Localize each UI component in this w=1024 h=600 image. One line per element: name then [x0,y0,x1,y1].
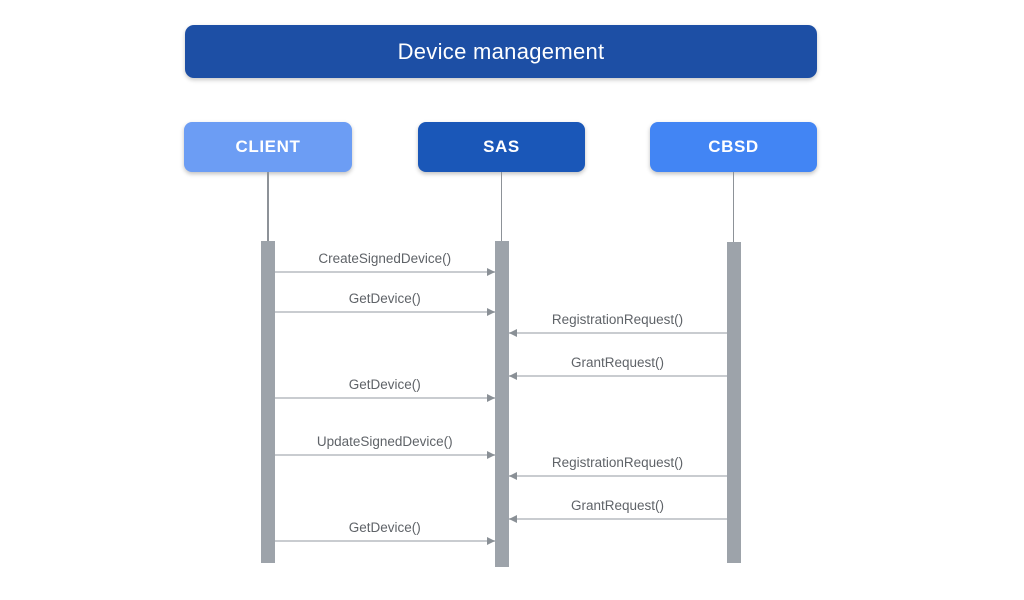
arrowhead-left-icon [508,471,517,480]
message-line-0 [275,271,495,273]
actor-label-cbsd: CBSD [708,137,759,156]
lifeline-client [267,172,269,242]
activation-bar-client [261,241,275,563]
activation-bar-sas [494,241,509,567]
message-label-3: GrantRequest() [570,355,665,370]
message-label-8: GetDevice() [348,520,421,535]
actor-label-client: CLIENT [235,137,301,156]
arrowhead-right-icon [486,450,495,459]
arrowhead-left-icon [508,371,517,380]
arrowhead-left-icon [508,514,517,523]
message-line-3 [508,375,727,377]
actor-box-client: CLIENT [184,122,352,172]
message-line-7 [508,518,727,520]
message-label-5: UpdateSignedDevice() [316,434,453,449]
diagram-title-bar: Device management [185,25,817,78]
message-line-5 [275,454,495,456]
message-label-0: CreateSignedDevice() [318,251,452,266]
arrowhead-right-icon [486,267,495,276]
activation-bar-cbsd [726,242,741,563]
actor-box-cbsd: CBSD [650,122,817,172]
message-line-6 [508,475,727,477]
lifeline-sas [500,172,503,242]
message-label-4: GetDevice() [348,377,421,392]
lifeline-cbsd [732,172,735,243]
arrowhead-left-icon [508,328,517,337]
message-line-4 [275,397,495,399]
actor-label-sas: SAS [483,137,520,156]
arrowhead-right-icon [486,393,495,402]
message-label-7: GrantRequest() [570,498,665,513]
message-label-2: RegistrationRequest() [551,312,684,327]
message-line-8 [275,540,495,542]
diagram-title: Device management [397,38,605,64]
arrowhead-right-icon [486,307,495,316]
arrowhead-right-icon [486,536,495,545]
message-label-1: GetDevice() [348,291,421,306]
message-line-2 [508,332,727,334]
message-label-6: RegistrationRequest() [551,455,684,470]
message-line-1 [275,311,495,313]
actor-box-sas: SAS [418,122,585,172]
